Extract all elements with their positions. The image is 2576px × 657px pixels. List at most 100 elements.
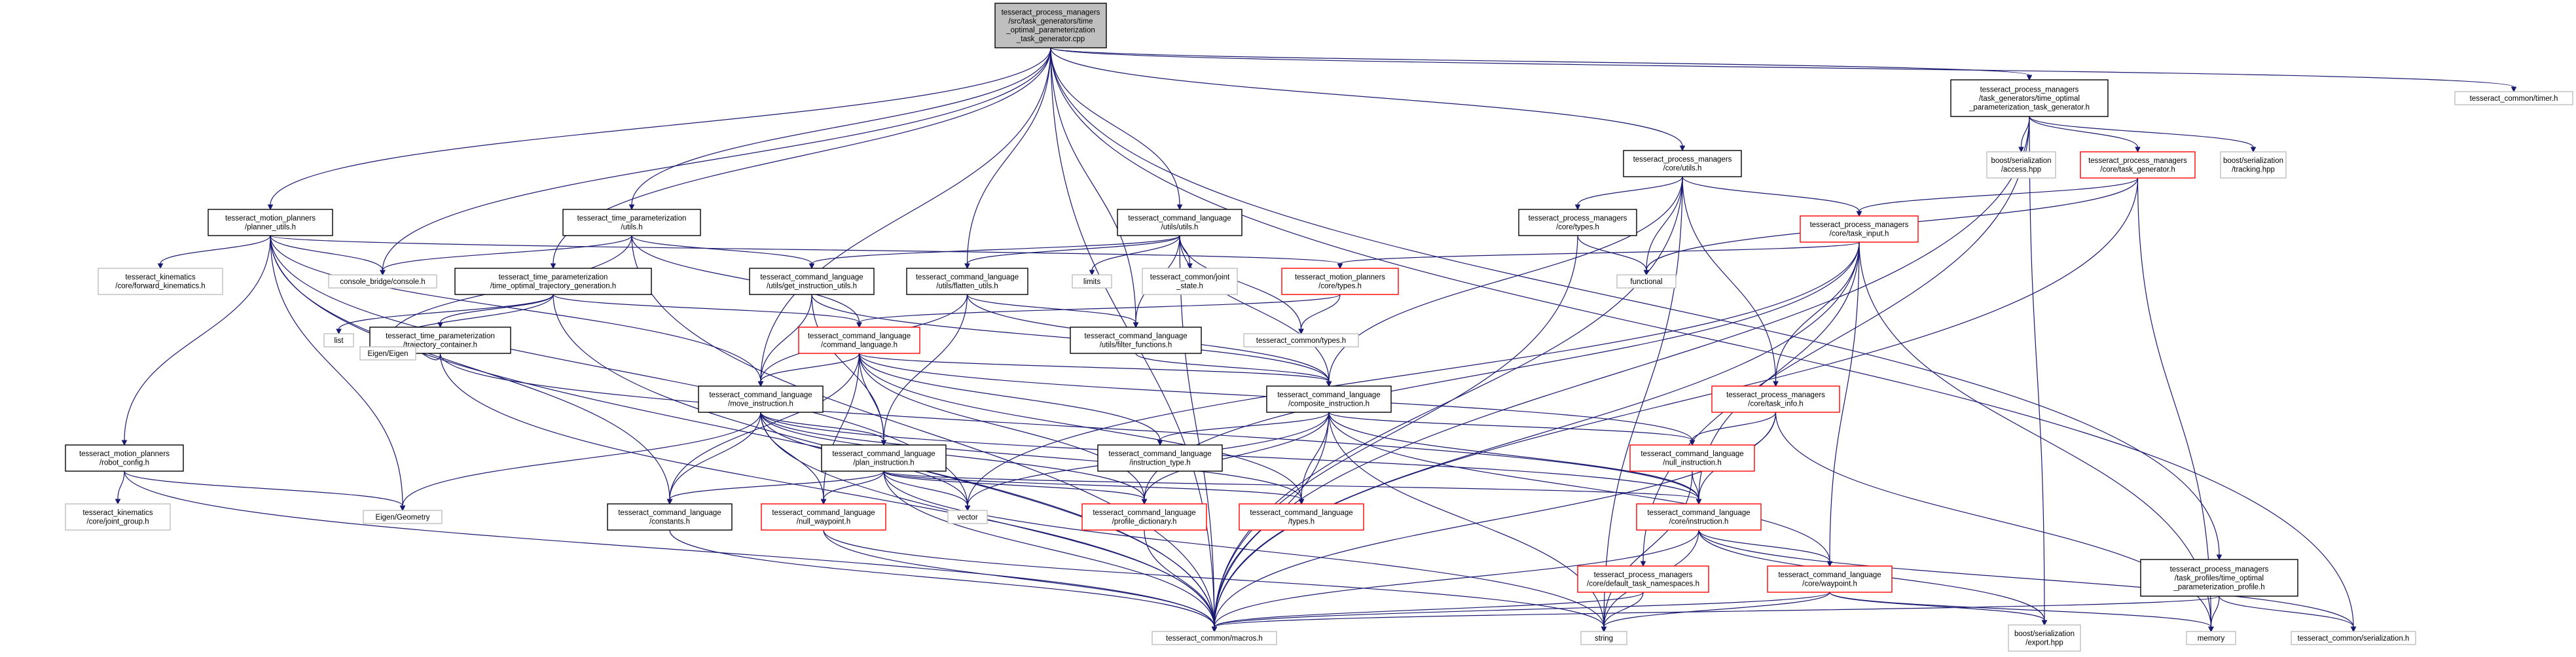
node-tesseract-common-types-h[interactable]: tesseract_common/types.h bbox=[1243, 333, 1359, 347]
node-label-line: /core/default_task_namespaces.h bbox=[1587, 580, 1699, 588]
node-box bbox=[947, 510, 988, 524]
node-tesseract-command-language-core-waypoint-h[interactable]: tesseract_command_language/core/waypoint… bbox=[1767, 565, 1893, 593]
node-tesseract-time-parameterization-utils-h[interactable]: tesseract_time_parameterization/utils.h bbox=[562, 209, 701, 236]
node-boost-serialization-tracking-hpp[interactable]: boost/serialization/tracking.hpp bbox=[2220, 151, 2287, 179]
node-tesseract-process-managers-core-utils-h[interactable]: tesseract_process_managers/core/utils.h bbox=[1623, 150, 1742, 177]
node-tesseract-command-language-utils-get-instruction-utils-h[interactable]: tesseract_command_language/utils/get_ins… bbox=[749, 268, 875, 295]
edge-n8-to-n15 bbox=[631, 235, 815, 270]
node-tesseract-command-language-move-instruction-h[interactable]: tesseract_command_language/move_instruct… bbox=[698, 385, 824, 413]
node-tesseract-time-parameterization-time-optimal-trajectory-generation-h[interactable]: tesseract_time_parameterization/time_opt… bbox=[454, 268, 652, 295]
node-tesseract-motion-planners-core-types-h[interactable]: tesseract_motion_planners/core/types.h bbox=[1281, 268, 1399, 295]
node-tesseract-process-managers-core-default-task-namespaces-h[interactable]: tesseract_process_managers/core/default_… bbox=[1577, 565, 1709, 593]
edge-n43-to-n46 bbox=[1601, 592, 1830, 633]
node-tesseract-process-managers-core-task-input-h[interactable]: tesseract_process_managers/core/task_inp… bbox=[1800, 215, 1919, 243]
node-box bbox=[1117, 209, 1243, 236]
node-eigen-geometry[interactable]: Eigen/Geometry bbox=[363, 510, 443, 524]
node-label-line: functional bbox=[1630, 278, 1662, 286]
node-box bbox=[323, 333, 354, 347]
edge-n41-to-n43 bbox=[1698, 529, 1833, 567]
edge-n5-to-n11 bbox=[1856, 177, 2139, 217]
node-label-line: _task_generator.cpp bbox=[1016, 35, 1085, 43]
node-string[interactable]: string bbox=[1580, 631, 1627, 645]
node-box bbox=[328, 274, 437, 289]
node-label-line: tesseract_command_language bbox=[709, 391, 812, 399]
edge-n31-to-n38 bbox=[883, 471, 971, 512]
node-tesseract-command-language-profile-dictionary-h[interactable]: tesseract_command_language/profile_dicti… bbox=[1081, 503, 1207, 531]
node-label-line: _optimal_parameterization bbox=[1006, 27, 1095, 35]
node-label-line: /core/instruction.h bbox=[1669, 518, 1729, 526]
node-label-line: tesseract_command_language bbox=[760, 274, 863, 281]
node-box bbox=[65, 444, 184, 472]
edge-n8-to-n13 bbox=[380, 235, 632, 276]
node-tesseract-common-macros-h[interactable]: tesseract_common/macros.h bbox=[1152, 631, 1277, 645]
node-limits[interactable]: limits bbox=[1072, 274, 1112, 289]
node-tesseract-common-serialization-h[interactable]: tesseract_common/serialization.h bbox=[2291, 631, 2416, 645]
edge-n43-to-n47 bbox=[1829, 592, 2048, 626]
node-label-line: tesseract_common/types.h bbox=[1256, 337, 1346, 345]
node-console-bridge-console-h[interactable]: console_bridge/console.h bbox=[328, 274, 437, 289]
node-box bbox=[1950, 79, 2109, 117]
node-vector[interactable]: vector bbox=[947, 510, 988, 524]
node-tesseract-command-language-null-waypoint-h[interactable]: tesseract_command_language/null_waypoint… bbox=[761, 503, 886, 531]
node-box bbox=[607, 503, 733, 531]
edge-n7-to-n13 bbox=[270, 235, 386, 276]
node-tesseract-command-language-types-h[interactable]: tesseract_command_language/types.h bbox=[1239, 503, 1364, 531]
node-tesseract-kinematics-core-forward-kinematics-h[interactable]: tesseract_kinematics/core/forward_kinema… bbox=[98, 268, 223, 295]
node-tesseract-command-language-utils-filter-functions-h[interactable]: tesseract_command_language/utils/filter_… bbox=[1070, 327, 1202, 354]
node-box bbox=[1266, 385, 1392, 413]
node-tesseract-command-language-null-instruction-h[interactable]: tesseract_command_language/null_instruct… bbox=[1629, 444, 1755, 472]
node-box bbox=[65, 503, 171, 531]
node-box bbox=[698, 385, 824, 413]
node-eigen-eigen[interactable]: Eigen/Eigen bbox=[359, 346, 416, 361]
node-tesseract-command-language-utils-flatten-utils-h[interactable]: tesseract_command_language/utils/flatten… bbox=[906, 268, 1028, 295]
edge-n30-to-n35 bbox=[124, 471, 406, 512]
node-label-line: /core/task_input.h bbox=[1830, 230, 1889, 238]
node-label-line: _parameterization_task_generator.h bbox=[1968, 103, 2090, 111]
node-label-line: tesseract_time_parameterization bbox=[499, 274, 608, 281]
node-box bbox=[821, 444, 947, 472]
node-tesseract-process-managers-task-generators-time-optimal-parameterization-task-generator-h[interactable]: tesseract_process_managers/task_generato… bbox=[1950, 79, 2109, 117]
node-label-line: /constants.h bbox=[649, 518, 690, 526]
node-label-line: /utils.h bbox=[621, 224, 642, 232]
node-tesseract-motion-planners-robot-config-h[interactable]: tesseract_motion_planners/robot_config.h bbox=[65, 444, 184, 472]
node-tesseract-common-timer-h[interactable]: tesseract_common/timer.h bbox=[2454, 91, 2573, 105]
node-tesseract-command-language-instruction-type-h[interactable]: tesseract_command_language/instruction_t… bbox=[1097, 444, 1223, 472]
node-list[interactable]: list bbox=[323, 333, 354, 347]
node-tesseract-process-managers-task-profiles-time-optimal-parameterization-profile-h[interactable]: tesseract_process_managers/task_profiles… bbox=[2140, 559, 2298, 597]
node-label-line: boost/serialization bbox=[2014, 630, 2075, 638]
node-tesseract-command-language-utils-utils-h[interactable]: tesseract_command_language/utils/utils.h bbox=[1117, 209, 1243, 236]
node-label-line: /planner_utils.h bbox=[245, 224, 296, 232]
node-tesseract-command-language-core-instruction-h[interactable]: tesseract_command_language/core/instruct… bbox=[1636, 503, 1762, 531]
node-tesseract-command-language-composite-instruction-h[interactable]: tesseract_command_language/composite_ins… bbox=[1266, 385, 1392, 413]
node-functional[interactable]: functional bbox=[1616, 274, 1677, 289]
node-tesseract-common-joint-state-h[interactable]: tesseract_common/joint_state.h bbox=[1142, 268, 1238, 295]
node-tesseract-command-language-plan-instruction-h[interactable]: tesseract_command_language/plan_instruct… bbox=[821, 444, 947, 472]
node-label-line: /types.h bbox=[1288, 518, 1315, 526]
node-box bbox=[1281, 268, 1399, 295]
node-tesseract-motion-planners-planner-utils-h[interactable]: tesseract_motion_planners/planner_utils.… bbox=[208, 209, 333, 236]
node-label-line: /core/task_info.h bbox=[1748, 400, 1803, 408]
edge-n11-to-n29 bbox=[1773, 241, 1860, 387]
edge-n29-to-n33 bbox=[1689, 412, 1777, 446]
edge-n9-to-n28 bbox=[1179, 235, 1332, 387]
node-label-line: /core/types.h bbox=[1318, 283, 1362, 291]
node-tesseract-process-managers-core-types-h[interactable]: tesseract_process_managers/core/types.h bbox=[1518, 209, 1637, 236]
edge-n3-to-n11 bbox=[1682, 176, 1862, 217]
node-box bbox=[2008, 624, 2081, 652]
node-box bbox=[2080, 151, 2196, 179]
edge-n1-to-n45 bbox=[1211, 116, 2030, 633]
node-boost-serialization-access-hpp[interactable]: boost/serialization/access.hpp bbox=[1986, 151, 2056, 179]
node-tesseract-process-managers-core-task-generator-h[interactable]: tesseract_process_managers/core/task_gen… bbox=[2080, 151, 2196, 179]
node-label-line: /core/forward_kinematics.h bbox=[115, 283, 205, 291]
node-tesseract-command-language-constants-h[interactable]: tesseract_command_language/constants.h bbox=[607, 503, 733, 531]
node-tesseract-command-language-command-language-h[interactable]: tesseract_command_language/command_langu… bbox=[798, 327, 920, 354]
node-box bbox=[359, 346, 416, 361]
node-memory[interactable]: memory bbox=[2186, 631, 2236, 645]
node-tesseract-kinematics-core-joint-group-h[interactable]: tesseract_kinematics/core/joint_group.h bbox=[65, 503, 171, 531]
edge-n44-to-n48 bbox=[2208, 595, 2220, 633]
node-label-line: /utils/flatten_utils.h bbox=[936, 283, 998, 291]
node-boost-serialization-export-hpp[interactable]: boost/serialization/export.hpp bbox=[2008, 624, 2081, 652]
node-tesseract-process-managers-core-task-info-h[interactable]: tesseract_process_managers/core/task_inf… bbox=[1711, 385, 1840, 413]
edge-n7-to-n12 bbox=[157, 235, 271, 270]
node-label-line: /null_waypoint.h bbox=[797, 518, 850, 526]
